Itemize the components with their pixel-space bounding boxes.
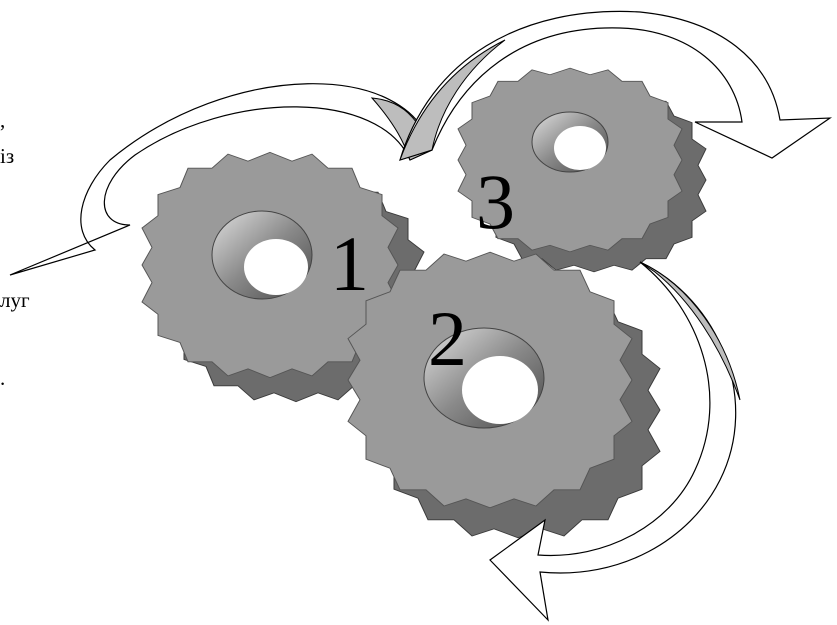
- gear-3-label: 3: [476, 158, 515, 245]
- gear-2-label: 2: [428, 295, 467, 382]
- gear-1-label: 1: [330, 220, 369, 307]
- gear-2: [348, 252, 660, 538]
